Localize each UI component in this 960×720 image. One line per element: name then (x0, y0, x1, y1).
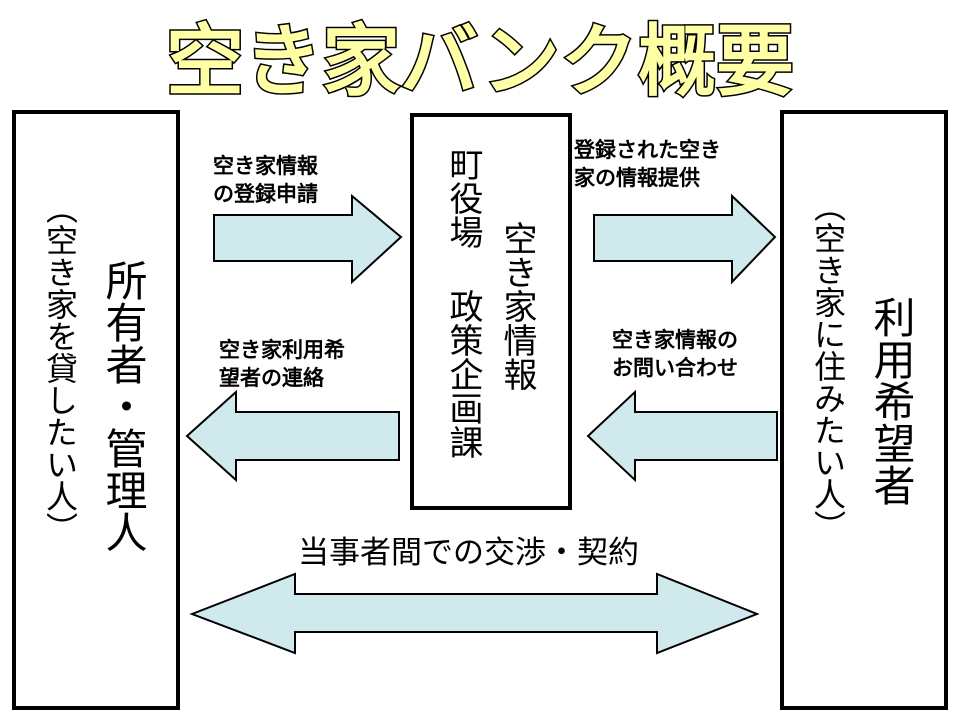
negotiation-label: 当事者間での交渉・契約 (298, 535, 639, 571)
flow-label-inquiry: 空き家情報の お問い合わせ (612, 328, 738, 380)
owner-sub-label: （空き家を貸したい人） (41, 192, 79, 544)
owner-box: （空き家を貸したい人） 所有者・管理人 (12, 110, 180, 710)
user-sub-label: （空き家に住みたい人） (809, 190, 847, 542)
arrow-negotiation-bidirectional (189, 572, 760, 655)
owner-main-label: 所有者・管理人 (99, 259, 148, 553)
flow-label-registration-request: 空き家情報 の登録申請 (213, 154, 318, 206)
arrow-owner-to-office (213, 193, 403, 285)
office-label-town-hall: 町役場 (443, 147, 483, 249)
town-office-box: 町役場 政策企画課 空き家情報 (410, 113, 572, 510)
arrow-user-to-office (586, 389, 778, 483)
office-label-vacant-info: 空き家情報 (497, 221, 537, 391)
title-banner: 空き家バンク概要 (165, 16, 796, 109)
flow-label-info-provision: 登録された空き 家の情報提供 (574, 138, 721, 190)
arrow-office-to-user (593, 193, 777, 285)
user-box: 利用希望者 （空き家に住みたい人） (780, 110, 948, 710)
flow-label-applicant-contact: 空き家利用希 望者の連絡 (219, 338, 345, 390)
page-title: 空き家バンク概要 (166, 17, 794, 107)
office-label-policy-planning: 政策企画課 (443, 289, 483, 459)
user-main-label: 利用希望者 (867, 296, 916, 506)
arrow-office-to-owner (185, 389, 400, 483)
